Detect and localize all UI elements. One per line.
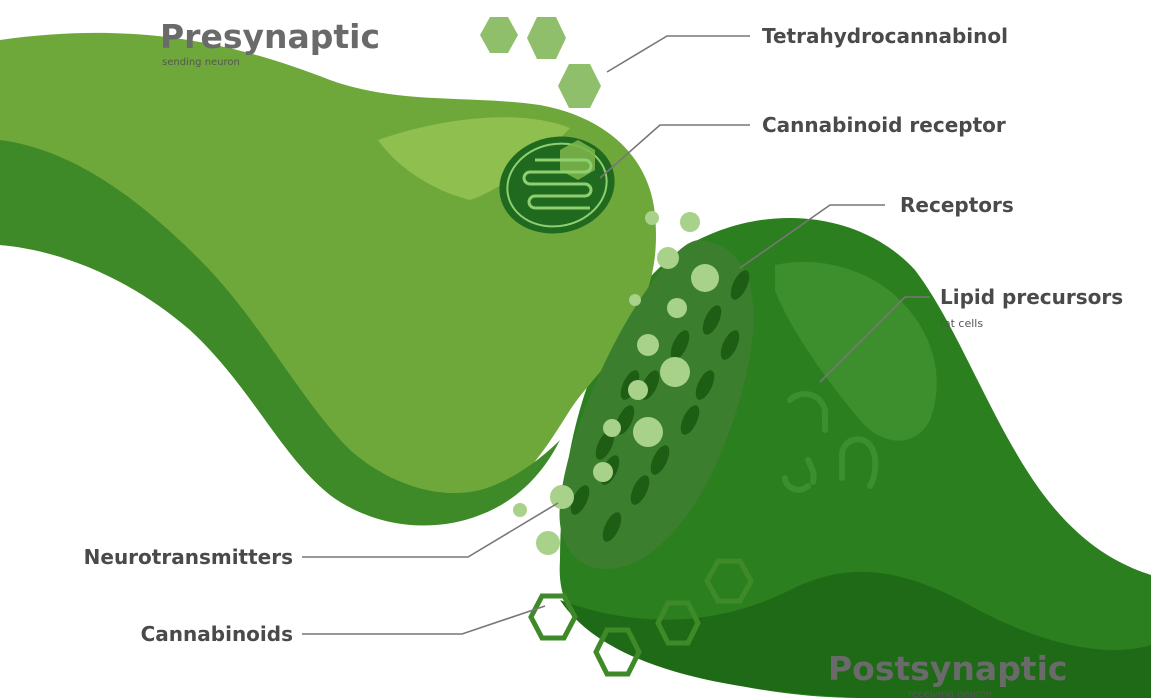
- label-cannabinoid-receptor: Cannabinoid receptor: [762, 113, 1006, 137]
- label-cannabinoids: Cannabinoids: [141, 622, 293, 646]
- label-lipid-precursors: Lipid precursors: [940, 285, 1123, 309]
- presynaptic-neuron: [0, 33, 656, 526]
- postsynaptic-title: Postsynaptic: [828, 649, 1067, 688]
- label-thc: Tetrahydrocannabinol: [762, 24, 1008, 48]
- label-lipid-precursors-sub: fat cells: [940, 317, 983, 330]
- presynaptic-subtitle: sending neuron: [162, 57, 240, 68]
- presynaptic-title: Presynaptic: [160, 17, 380, 56]
- label-neurotransmitters: Neurotransmitters: [84, 545, 293, 569]
- label-receptors: Receptors: [900, 193, 1014, 217]
- postsynaptic-subtitle: receiving neuron: [908, 689, 992, 698]
- thc-molecules: [480, 17, 601, 108]
